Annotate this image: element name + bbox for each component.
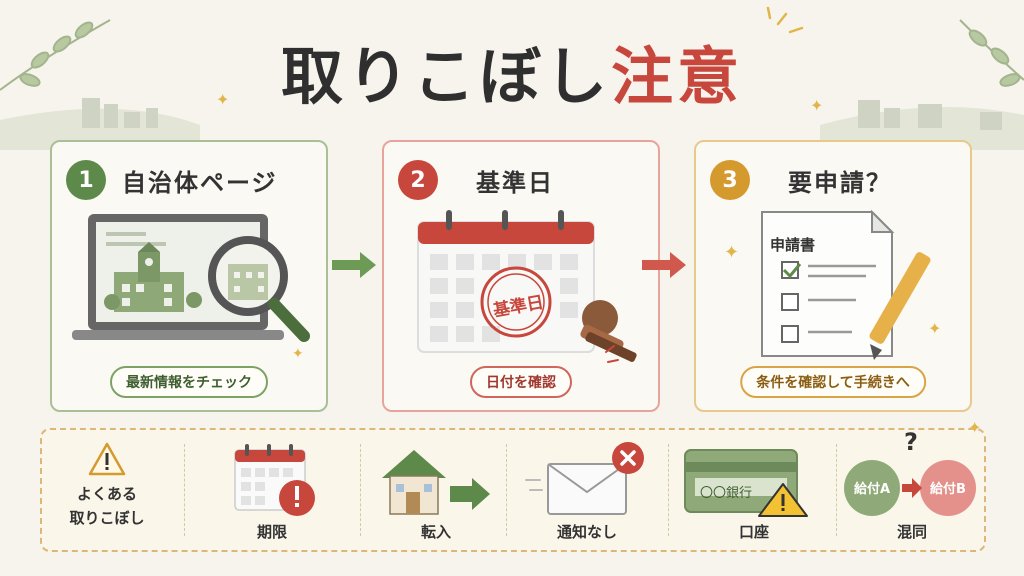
step-title: 基準日: [476, 168, 554, 197]
warning-icon: [88, 442, 126, 476]
title-main: 取りこぼし: [280, 40, 611, 113]
pitfall-label: 転入: [420, 523, 451, 541]
page-title: 取りこぼし注意: [0, 26, 1024, 116]
pitfall-label: 混同: [896, 523, 927, 541]
step-title: 自治体ページ: [122, 168, 278, 197]
sparkle-icon: ✦: [810, 96, 824, 115]
form-title: 申請書: [770, 236, 816, 254]
step-header: 2 基準日: [398, 158, 648, 202]
sparkle-icon: ✦: [968, 418, 982, 437]
common-pitfalls-label: よくある 取りこぼし: [42, 482, 172, 530]
pitfall-deadline: 期限: [192, 430, 352, 550]
arrow-right-icon: [642, 252, 686, 278]
step-header: 3 要申請？: [710, 158, 960, 202]
title-accent: 注意: [611, 40, 744, 113]
laptop-search-illustration: ✦: [72, 214, 310, 362]
divider: [836, 444, 837, 536]
application-form-illustration: ✦ ✦: [724, 209, 941, 360]
common-pitfalls-panel: よくある 取りこぼし 期限 転入: [40, 428, 986, 552]
benefit-a-label: 給付A: [853, 482, 891, 497]
step-number: 1: [66, 160, 106, 200]
divider: [360, 444, 361, 536]
label-line: 取りこぼし: [69, 509, 145, 527]
pitfall-label: 口座: [738, 523, 769, 541]
pitfall-no-notice: 通知なし: [512, 430, 662, 550]
house-arrow-icon: [382, 450, 490, 515]
step-card-2: 2 基準日 基準日 日付を確認: [382, 140, 660, 412]
step-card-1: 1 自治体ページ ✦ 最新情報をチェック: [50, 140, 328, 412]
question-mark: ?: [904, 428, 918, 456]
calendar-stamp-illustration: [417, 210, 637, 363]
arrow-right-icon: [332, 252, 376, 278]
calendar-alert-icon: [234, 444, 315, 516]
divider: [668, 444, 669, 536]
sparkle-icon: ✦: [216, 90, 230, 109]
step-hint-pill: 最新情報をチェック: [110, 366, 268, 398]
svg-text:✦: ✦: [292, 346, 304, 362]
step-title: 要申請？: [788, 168, 892, 197]
card-bank-text: 〇〇銀行: [700, 486, 753, 501]
label-line: よくある: [76, 485, 137, 503]
envelope-x-icon: [525, 442, 644, 515]
bank-card-warning-icon: [684, 449, 808, 517]
step-number: 3: [710, 160, 750, 200]
step-card-3: 3 要申請？ ✦ ✦ 申請書 条件を確認して手続きへ: [694, 140, 972, 412]
benefit-confusion-icon: [844, 460, 976, 516]
step-number: 2: [398, 160, 438, 200]
divider: [184, 444, 185, 536]
step-header: 1 自治体ページ: [66, 158, 316, 202]
pitfall-label: 期限: [256, 523, 287, 541]
pitfall-bank-account: 〇〇銀行 口座: [674, 430, 834, 550]
divider: [506, 444, 507, 536]
benefit-b-label: 給付B: [930, 482, 966, 497]
step-hint-pill: 日付を確認: [470, 366, 572, 398]
pitfall-move-in: 転入: [366, 430, 506, 550]
step-hint-pill: 条件を確認して手続きへ: [740, 366, 926, 398]
svg-text:✦: ✦: [928, 319, 941, 338]
pitfall-confusion: 給付A 給付B ? 混同: [842, 428, 982, 550]
pitfall-label: 通知なし: [556, 523, 617, 541]
svg-text:✦: ✦: [724, 242, 739, 263]
